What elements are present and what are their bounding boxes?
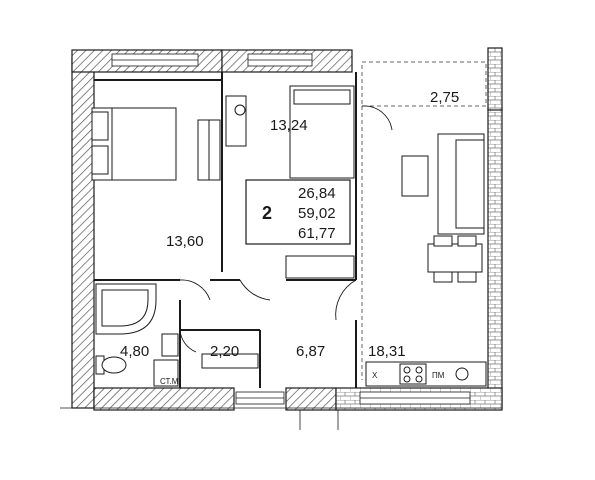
second-room-area-label: 13,24	[270, 117, 308, 134]
balcony-outline	[361, 61, 487, 380]
apartment-summary: 2 26,84 59,02 61,77	[245, 179, 351, 245]
wardrobe	[197, 119, 221, 181]
kitchen-area-label: 18,31	[368, 343, 406, 360]
dining-set	[427, 235, 483, 283]
coffee-table	[401, 155, 429, 197]
rooms-count: 2	[262, 203, 272, 223]
total-with-balcony-value: 61,77	[298, 225, 336, 242]
washing-machine	[153, 359, 179, 387]
bathtub	[95, 283, 157, 335]
bedroom-area-label: 13,60	[166, 233, 204, 250]
grid-marks	[60, 407, 502, 430]
windows	[111, 53, 471, 405]
inner-walls	[94, 72, 357, 388]
shelf	[285, 255, 355, 279]
dishwasher-label: ПМ	[432, 371, 445, 380]
bed-double	[91, 107, 177, 181]
balcony-area-label: 2,75	[430, 89, 459, 106]
fridge-label: Х	[372, 371, 378, 380]
doors	[179, 105, 393, 353]
sink	[161, 333, 179, 357]
bathroom-area-label: 4,80	[120, 343, 149, 360]
kitchen-counter	[365, 361, 487, 387]
toilet-area-label: 2,20	[210, 343, 239, 360]
desk	[225, 95, 247, 147]
toilet-room-sink	[201, 353, 259, 369]
toilet	[95, 355, 127, 375]
sofa	[437, 133, 485, 235]
living-area-value: 26,84	[298, 185, 336, 202]
bed-single	[289, 85, 355, 179]
washing-machine-label: СТ.М.	[160, 377, 181, 386]
total-area-value: 59,02	[298, 205, 336, 222]
hallway-area-label: 6,87	[296, 343, 325, 360]
